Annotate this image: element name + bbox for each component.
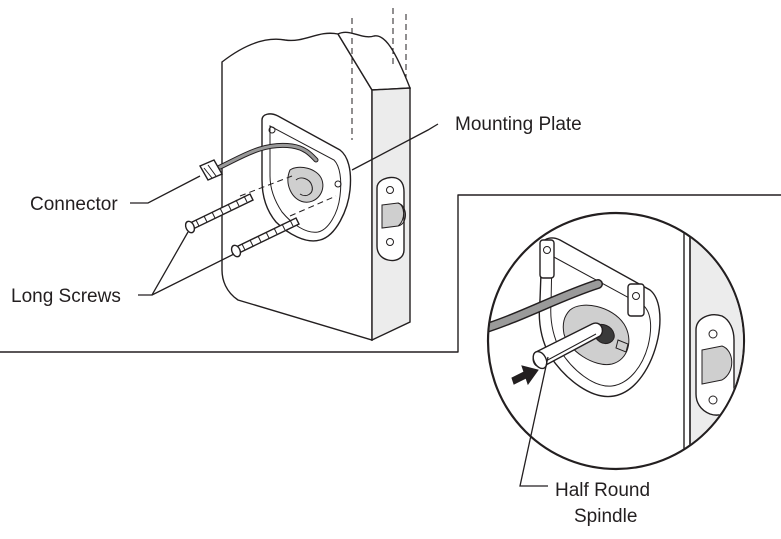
label-connector: Connector <box>30 194 118 215</box>
half-round-spindle-part <box>532 322 604 370</box>
long-screw-2 <box>230 217 300 258</box>
leader-half-round-spindle <box>519 356 549 487</box>
label-half-round: Half Round <box>555 480 650 501</box>
door-illustration <box>184 8 412 342</box>
leader-lines <box>130 123 549 487</box>
long-screw-1 <box>184 193 254 234</box>
label-mounting-plate: Mounting Plate <box>455 114 582 135</box>
leader-connector <box>130 175 201 204</box>
leader-long-screw-1 <box>138 231 189 296</box>
bolt-faceplate <box>376 176 406 262</box>
arrow-icon <box>511 365 539 386</box>
connector-part <box>199 159 223 181</box>
section-divider <box>0 194 781 353</box>
label-spindle: Spindle <box>574 506 637 527</box>
detail-inset <box>486 211 746 471</box>
door-top <box>337 31 412 91</box>
leader-long-screw-2 <box>151 253 235 296</box>
label-long-screws: Long Screws <box>11 286 121 307</box>
leader-mounting-plate <box>351 123 439 171</box>
screw-axis-2 <box>289 195 337 217</box>
